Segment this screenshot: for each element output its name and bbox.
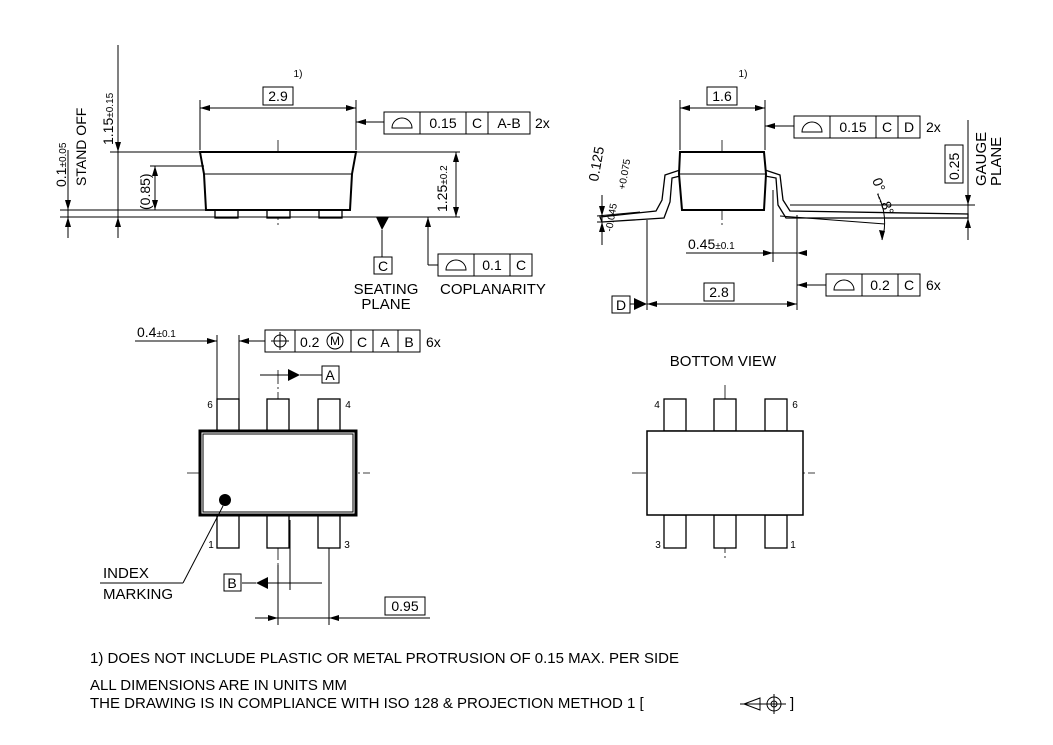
flatness-datum2-left: A-B xyxy=(497,115,520,131)
profile-surface-icon xyxy=(833,279,855,291)
bottom-view: BOTTOM VIEW 4 6 3 1 xyxy=(632,353,815,560)
coplanarity-tol: 0.1 xyxy=(482,257,502,273)
position-datum-1: C xyxy=(357,334,367,350)
bottom-pin-3-label: 3 xyxy=(655,540,661,551)
projection-method-icon xyxy=(740,694,786,714)
note-line-2: ALL DIMENSIONS ARE IN UNITS MM xyxy=(90,677,347,694)
standoff-label: STAND OFF xyxy=(73,108,89,186)
position-mult: 6x xyxy=(426,334,441,350)
profile-surface-icon xyxy=(391,117,413,129)
seating-plane-label-2: PLANE xyxy=(361,296,410,313)
footnote-marker-left: 1) xyxy=(294,69,303,80)
position-datum-3: B xyxy=(404,334,413,350)
flatness-mult-right: 2x xyxy=(926,119,941,135)
top-view: 6 4 1 3 0.4±0.1 0.2 M C A B 6x xyxy=(100,324,441,625)
footnote-marker-right: 1) xyxy=(739,69,748,80)
position-tol: 0.2 xyxy=(300,334,320,350)
datum-a-label: A xyxy=(325,367,335,383)
side-view-right: 1.6 1) 0.15 C D 2x 0.125 -0.045 +0.075 0… xyxy=(585,69,1005,314)
flatness-datum-right: C xyxy=(882,119,892,135)
coplanarity-label: COPLANARITY xyxy=(440,281,546,298)
note-line-3-end: ] xyxy=(790,695,794,712)
note-line-3: THE DRAWING IS IN COMPLIANCE WITH ISO 12… xyxy=(90,695,645,712)
gauge-label-2: PLANE xyxy=(988,137,1005,186)
lead-height-dim: 1.25±0.2 xyxy=(434,165,450,212)
index-label-2: MARKING xyxy=(103,586,173,603)
pitch-dim: 0.95 xyxy=(391,598,418,614)
notes: 1) DOES NOT INCLUDE PLASTIC OR METAL PRO… xyxy=(90,650,794,714)
profile-tol: 0.2 xyxy=(870,277,890,293)
flatness-tol-left: 0.15 xyxy=(429,115,456,131)
foot-length-dim: 0.45±0.1 xyxy=(688,236,735,252)
body-height-dim: (0.85) xyxy=(137,173,153,210)
width-dim-right: 1.6 xyxy=(712,88,732,104)
pin-1-label: 1 xyxy=(208,540,214,551)
flatness-mult-left: 2x xyxy=(535,115,550,131)
mmc-circle-icon xyxy=(326,332,344,350)
datum-b-label: B xyxy=(227,575,236,591)
coplanarity-datum: C xyxy=(516,257,526,273)
lead-thickness-tol-minus: -0.045 xyxy=(604,202,620,232)
bottom-pin-1-label: 1 xyxy=(790,540,796,551)
datum-d-label: D xyxy=(616,297,626,313)
note-line-1: 1) DOES NOT INCLUDE PLASTIC OR METAL PRO… xyxy=(90,650,679,667)
total-height-dim: 1.15±0.15 xyxy=(100,92,116,145)
standoff-dim: 0.1±0.05 xyxy=(53,142,69,187)
profile-surface-icon xyxy=(445,259,467,271)
flatness-datum-left: C xyxy=(472,115,482,131)
flatness-datum2-right: D xyxy=(904,119,914,135)
span-dim: 2.8 xyxy=(709,284,729,300)
profile-mult: 6x xyxy=(926,277,941,293)
index-label-1: INDEX xyxy=(103,565,149,582)
bottom-pin-4-label: 4 xyxy=(654,400,660,411)
side-view-left: 2.9 1) 0.15 C A-B 2x 1.25±0.2 (0.85) xyxy=(53,45,550,313)
angle-dim: 0°...8° xyxy=(869,176,897,218)
flatness-tol-right: 0.15 xyxy=(839,119,866,135)
lead-width-dim: 0.4±0.1 xyxy=(137,324,176,340)
pin-6-label: 6 xyxy=(207,400,213,411)
width-dim-left: 2.9 xyxy=(268,88,288,104)
bottom-pin-6-label: 6 xyxy=(792,400,798,411)
lead-thickness-tol-plus: +0.075 xyxy=(617,158,633,191)
position-modifier: M xyxy=(330,334,340,348)
pin-3-label: 3 xyxy=(344,540,350,551)
pin-4-label: 4 xyxy=(345,400,351,411)
position-icon xyxy=(271,332,289,350)
profile-datum: C xyxy=(904,277,914,293)
position-datum-2: A xyxy=(380,334,390,350)
index-dot-icon xyxy=(219,494,231,506)
seating-plane-label-1: SEATING xyxy=(354,281,419,298)
gauge-label-1: GAUGE xyxy=(973,132,990,186)
profile-surface-icon xyxy=(801,121,823,133)
datum-c-label: C xyxy=(378,258,388,274)
lead-thickness-dim: 0.125 xyxy=(585,145,607,182)
bottom-view-title: BOTTOM VIEW xyxy=(670,353,777,370)
gauge-dim: 0.25 xyxy=(946,153,962,180)
